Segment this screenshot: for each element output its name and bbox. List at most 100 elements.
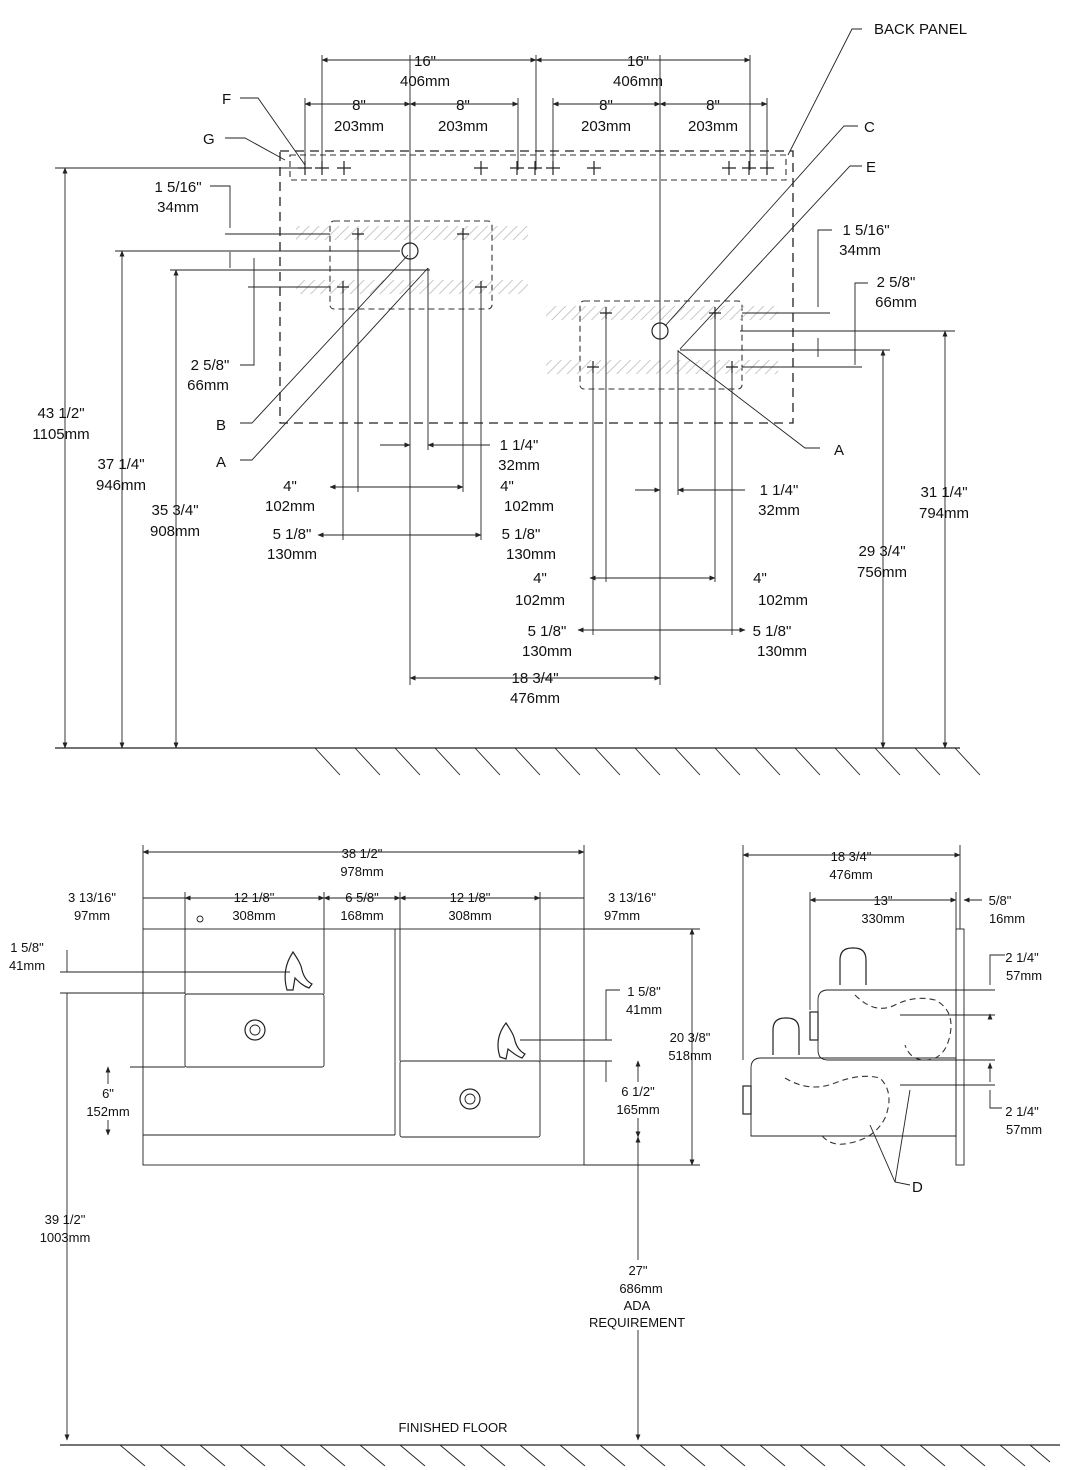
dim-18-3-4-mm: 476mm bbox=[510, 690, 560, 707]
dim-43-1-2: 43 1/2" bbox=[37, 405, 84, 422]
dim-2-1-4-b-mm: 57mm bbox=[1006, 1122, 1042, 1137]
front-body-outline bbox=[142, 928, 585, 1166]
dim-31-1-4: 31 1/4" bbox=[920, 484, 967, 501]
right-rough-in-box bbox=[579, 300, 743, 390]
low-bubbler bbox=[497, 1021, 526, 1060]
dim-39-1-2-mm: 1003mm bbox=[40, 1230, 91, 1245]
dim-16-b-mm: 406mm bbox=[613, 73, 663, 90]
dim-l-4-b-mm: 102mm bbox=[504, 498, 554, 515]
dim-1-5-8-b: 1 5/8" bbox=[627, 984, 661, 999]
side-view: 18 3/4" 476mm 13" 330mm 5/8" 16mm 2 1/4"… bbox=[742, 845, 1042, 1196]
push-button-dot bbox=[196, 915, 204, 923]
dim-13: 13" bbox=[873, 893, 892, 908]
dim-1-5-8-b-mm: 41mm bbox=[626, 1002, 662, 1017]
dim-r-5-1-8-b: 5 1/8" bbox=[753, 623, 792, 640]
lower-unit bbox=[750, 1057, 957, 1137]
dim-27: 27" bbox=[628, 1263, 647, 1278]
low-basin bbox=[399, 1060, 541, 1138]
label-B: B bbox=[216, 417, 226, 434]
dim-3-13-16-b-mm: 97mm bbox=[604, 908, 640, 923]
ada-requirement-label: REQUIREMENT bbox=[589, 1315, 685, 1330]
dim-2-1-4-a-mm: 57mm bbox=[1006, 968, 1042, 983]
dim-16-b: 16" bbox=[627, 53, 649, 70]
dim-6-5-8-mm: 168mm bbox=[340, 908, 383, 923]
dim-29-3-4: 29 3/4" bbox=[858, 543, 905, 560]
dim-12-1-8-a: 12 1/8" bbox=[234, 890, 275, 905]
dim-l-1-5-16-mm: 34mm bbox=[157, 199, 199, 216]
dim-6-1-2-mm: 165mm bbox=[616, 1102, 659, 1117]
finished-floor-label: FINISHED FLOOR bbox=[398, 1420, 507, 1435]
dim-8-d: 8" bbox=[706, 97, 720, 114]
dim-r-1-5-16-mm: 34mm bbox=[839, 242, 881, 259]
dim-l-5-1-8-a: 5 1/8" bbox=[273, 526, 312, 543]
dim-r-4-b: 4" bbox=[753, 570, 767, 587]
dim-31-1-4-mm: 794mm bbox=[919, 505, 969, 522]
dim-18-3-4: 18 3/4" bbox=[511, 670, 558, 687]
ada-label: ADA bbox=[624, 1298, 651, 1313]
label-A-right: A bbox=[834, 442, 844, 459]
label-G: G bbox=[203, 131, 215, 148]
dim-side-18-3-4: 18 3/4" bbox=[831, 849, 872, 864]
dim-38-1-2-mm: 978mm bbox=[340, 864, 383, 879]
dim-r-1-1-4: 1 1/4" bbox=[760, 482, 799, 499]
dim-r-2-5-8: 2 5/8" bbox=[877, 274, 916, 291]
dim-6-mm: 152mm bbox=[86, 1104, 129, 1119]
back-panel-label: BACK PANEL bbox=[874, 21, 967, 38]
wall-plate bbox=[955, 928, 965, 1166]
dim-20-3-8: 20 3/8" bbox=[670, 1030, 711, 1045]
dim-16-a-mm: 406mm bbox=[400, 73, 450, 90]
dim-r-4-a-mm: 102mm bbox=[515, 592, 565, 609]
dim-13-mm: 330mm bbox=[861, 911, 904, 926]
dim-12-1-8-b: 12 1/8" bbox=[450, 890, 491, 905]
dim-l-1-5-16: 1 5/16" bbox=[154, 179, 201, 196]
dim-l-4-a: 4" bbox=[283, 478, 297, 495]
lower-bubbler-side bbox=[772, 1017, 800, 1055]
dim-27-mm: 686mm bbox=[619, 1281, 662, 1296]
dim-1-5-8-a-mm: 41mm bbox=[9, 958, 45, 973]
front-view: 38 1/2" 978mm 3 13/16" 97mm 12 1/8" 308m… bbox=[9, 845, 712, 1441]
dim-r-1-1-4-mm: 32mm bbox=[758, 502, 800, 519]
dim-r-4-b-mm: 102mm bbox=[758, 592, 808, 609]
dim-r-1-5-16: 1 5/16" bbox=[842, 222, 889, 239]
dim-r-4-a: 4" bbox=[533, 570, 547, 587]
dim-16-a: 16" bbox=[414, 53, 436, 70]
dim-6-1-2: 6 1/2" bbox=[621, 1084, 655, 1099]
left-rough-in-box bbox=[329, 220, 493, 310]
dim-2-1-4-b: 2 1/4" bbox=[1005, 1104, 1039, 1119]
dim-r-5-1-8-b-mm: 130mm bbox=[757, 643, 807, 660]
dim-l-1-1-4: 1 1/4" bbox=[500, 437, 539, 454]
dim-37-1-4: 37 1/4" bbox=[97, 456, 144, 473]
dim-r-5-1-8-a-mm: 130mm bbox=[522, 643, 572, 660]
dim-12-1-8-b-mm: 308mm bbox=[448, 908, 491, 923]
dim-l-2-5-8-mm: 66mm bbox=[187, 377, 229, 394]
high-drain bbox=[244, 1019, 266, 1041]
label-C: C bbox=[864, 119, 875, 136]
dim-l-4-a-mm: 102mm bbox=[265, 498, 315, 515]
dim-12-1-8-a-mm: 308mm bbox=[232, 908, 275, 923]
label-D: D bbox=[912, 1179, 923, 1196]
dim-37-1-4-mm: 946mm bbox=[96, 477, 146, 494]
dim-20-3-8-mm: 518mm bbox=[668, 1048, 711, 1063]
dim-l-1-1-4-mm: 32mm bbox=[498, 457, 540, 474]
label-A-left: A bbox=[216, 454, 226, 471]
dim-r-2-5-8-mm: 66mm bbox=[875, 294, 917, 311]
label-E: E bbox=[866, 159, 876, 176]
high-basin bbox=[184, 993, 325, 1068]
finished-floor: FINISHED FLOOR bbox=[60, 1420, 1060, 1467]
upper-bubbler-side bbox=[839, 947, 867, 985]
dim-side-18-3-4-mm: 476mm bbox=[829, 867, 872, 882]
low-drain bbox=[459, 1088, 481, 1110]
dim-29-3-4-mm: 756mm bbox=[857, 564, 907, 581]
dim-2-1-4-a: 2 1/4" bbox=[1005, 950, 1039, 965]
dim-3-13-16-a: 3 13/16" bbox=[68, 890, 116, 905]
label-F: F bbox=[222, 91, 231, 108]
dim-6: 6" bbox=[102, 1086, 114, 1101]
dim-35-3-4-mm: 908mm bbox=[150, 523, 200, 540]
dim-8-a-mm: 203mm bbox=[334, 118, 384, 135]
dim-l-5-1-8-b: 5 1/8" bbox=[502, 526, 541, 543]
dim-8-b: 8" bbox=[456, 97, 470, 114]
dim-3-13-16-a-mm: 97mm bbox=[74, 908, 110, 923]
dim-8-c: 8" bbox=[599, 97, 613, 114]
dim-r-5-1-8-a: 5 1/8" bbox=[528, 623, 567, 640]
